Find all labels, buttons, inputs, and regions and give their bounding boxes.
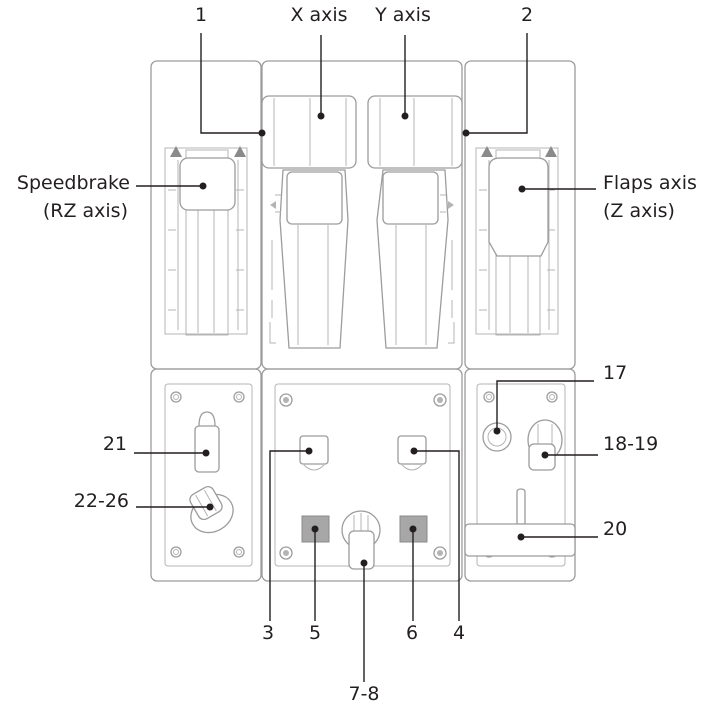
flaps-module <box>464 60 576 370</box>
y-axis-lever[interactable] <box>367 95 463 169</box>
throttle-module <box>261 60 463 370</box>
speedbrake-module <box>150 60 262 370</box>
callout-label-17: 17 <box>603 362 628 384</box>
toggle-switch-7-8[interactable] <box>348 530 375 570</box>
up-arrow-icon <box>481 146 493 157</box>
callout-label-22-26: 22-26 <box>73 490 129 512</box>
callout-leader-lines <box>134 33 598 682</box>
callout-label-2: 2 <box>520 4 534 26</box>
bottom-left-module <box>150 368 262 582</box>
callout-label-20: 20 <box>603 518 628 540</box>
bottom-center-module <box>261 368 463 582</box>
up-arrow-icon <box>170 146 182 157</box>
x-axis-lever[interactable] <box>261 95 357 169</box>
button-3[interactable] <box>299 435 329 465</box>
up-arrow-icon <box>545 146 557 157</box>
up-arrow-icon <box>234 146 246 157</box>
callout-label-3: 3 <box>261 622 275 644</box>
callout-label-speedbrake: Speedbrake <box>16 172 130 194</box>
speedbrake-lever[interactable] <box>179 157 236 211</box>
callout-label-5: 5 <box>308 622 322 644</box>
callout-label-7-8: 7-8 <box>348 683 380 705</box>
toggle-switch-21[interactable] <box>194 425 220 473</box>
callout-label-x-axis: X axis <box>290 4 348 26</box>
callout-label-rz-axis: (RZ axis) <box>42 200 128 222</box>
callout-label-y-axis: Y axis <box>375 4 431 26</box>
callout-label-18-19: 18-19 <box>603 433 659 455</box>
callout-label-6: 6 <box>405 622 419 644</box>
bottom-right-module <box>464 368 576 582</box>
flaps-lever[interactable] <box>488 157 549 257</box>
callout-label-flaps-axis: Flaps axis <box>603 172 697 194</box>
callout-label-1: 1 <box>194 4 208 26</box>
rotary-knob-22-26[interactable] <box>180 480 240 540</box>
callout-label-4: 4 <box>452 622 466 644</box>
callout-label-z-axis: (Z axis) <box>603 200 675 222</box>
callout-label-21: 21 <box>102 433 127 455</box>
